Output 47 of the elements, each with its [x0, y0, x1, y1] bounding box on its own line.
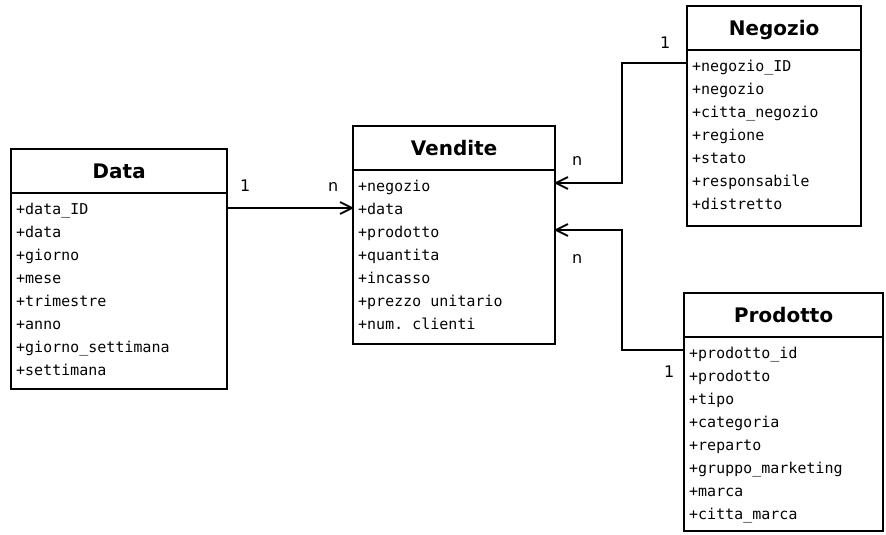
attribute: +negozio: [358, 176, 430, 197]
attribute: +categoria: [689, 412, 780, 433]
attribute: +giorno: [16, 245, 80, 266]
attribute: +stato: [692, 148, 746, 169]
attribute: +num. clienti: [358, 314, 476, 335]
attribute: +anno: [16, 314, 62, 335]
multiplicity-label: n: [328, 176, 338, 195]
multiplicity-label: 1: [660, 33, 670, 52]
multiplicity-label: n: [572, 150, 582, 169]
class-box: [686, 5, 862, 227]
attribute: +gruppo_marketing: [689, 458, 843, 479]
class-name: Prodotto: [734, 303, 834, 327]
attribute: +settimana: [16, 360, 106, 381]
multiplicity-label: 1: [664, 362, 674, 381]
attribute: +prodotto: [358, 222, 440, 243]
attribute: +citta_marca: [689, 504, 798, 525]
class-box: [683, 292, 884, 532]
class-box: [352, 125, 556, 345]
attribute: +mese: [16, 268, 62, 289]
association-arrow: [555, 62, 686, 190]
attribute: +data: [16, 222, 62, 243]
attribute: +trimestre: [16, 291, 106, 312]
class-name: Negozio: [728, 16, 820, 40]
class-name: Data: [92, 159, 146, 183]
attribute: +data_ID: [16, 199, 88, 220]
class-name: Vendite: [410, 136, 498, 160]
attribute: +citta_negozio: [692, 102, 818, 123]
attribute: +negozio: [692, 79, 764, 100]
attribute: +data: [358, 199, 404, 220]
multiplicity-label: 1: [240, 176, 250, 195]
multiplicity-label: n: [572, 248, 582, 267]
attribute: +quantita: [358, 245, 440, 266]
attribute: +distretto: [692, 194, 782, 215]
attribute: +regione: [692, 125, 764, 146]
association-arrow: [555, 223, 683, 351]
attribute: +marca: [689, 481, 744, 502]
attribute: +prodotto: [689, 366, 770, 387]
attribute: +prodotto_id: [689, 343, 798, 364]
attribute: +reparto: [689, 435, 762, 456]
attribute: +giorno_settimana: [16, 337, 170, 358]
association-arrow: [228, 201, 353, 215]
attribute: +negozio_ID: [692, 56, 792, 77]
attribute: +responsabile: [692, 171, 810, 192]
class-box: [10, 148, 228, 390]
attribute: +incasso: [358, 268, 430, 289]
attribute: +prezzo unitario: [358, 291, 502, 312]
attribute: +tipo: [689, 389, 734, 410]
